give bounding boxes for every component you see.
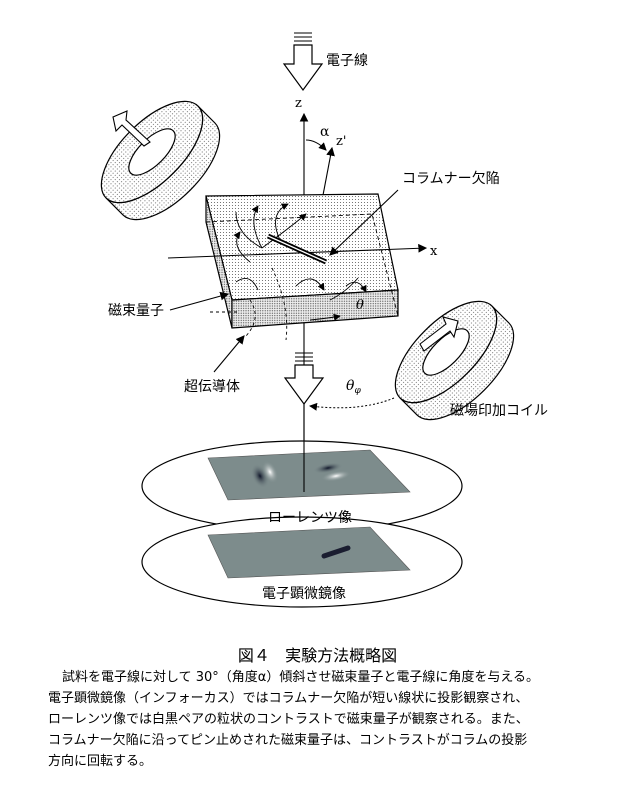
figure-caption: 試料を電子線に対して 30°（角度α）傾斜させ磁束量子と電子線に角度を与える。 … — [48, 667, 633, 772]
zprime-label: z' — [336, 134, 347, 149]
theta-phi-arc — [309, 397, 395, 411]
z-label: z — [295, 96, 302, 111]
theta-phi-subscript: φ — [354, 386, 361, 396]
figure-number: 図４ — [237, 646, 270, 665]
coil-label: 磁場印加コイル — [450, 403, 548, 419]
columnar-defect — [266, 233, 328, 265]
superconductor-slab — [205, 193, 399, 329]
beam-label: 電子線 — [326, 53, 368, 69]
caption-line: ローレンツ像では白黒ペアの粒状のコントラストで磁束量子が観察される。また、 — [48, 712, 529, 727]
superconductor-label: 超伝導体 — [184, 379, 240, 395]
figure-title-text: 実験方法概略図 — [285, 646, 398, 665]
lorentz-image-label: ローレンツ像 — [268, 510, 352, 526]
caption-line: 試料を電子線に対して 30°（角度α）傾斜させ磁束量子と電子線に角度を与える。 — [62, 670, 539, 685]
em-image-label: 電子顕微鏡像 — [262, 586, 346, 602]
theta-label: θ — [356, 298, 364, 313]
caption-line: コラムナー欠陥に沿ってピン止めされた磁束量子は、コントラストがコラムの投影 — [48, 733, 528, 748]
flux-quantum-leader — [169, 291, 230, 311]
columnar-defect-label: コラムナー欠陥 — [402, 171, 500, 187]
figure-title: 図４ 実験方法概略図 — [0, 642, 635, 666]
experiment-diagram: 電子線 z α z' コラムナー欠陥 x 磁束量子 θ 超伝導体 θφ 磁場印加… — [100, 32, 548, 608]
diagram-svg — [100, 32, 530, 608]
alpha-arc — [305, 139, 327, 151]
x-label: x — [430, 244, 438, 259]
theta-arc — [329, 277, 359, 301]
defect-leader — [329, 189, 399, 256]
beam-arrow-middle — [283, 352, 325, 406]
coil-upper-left — [100, 100, 221, 221]
caption-line: 方向に回転する。 — [48, 754, 153, 769]
em-image-plane — [141, 516, 463, 608]
alpha-label: α — [320, 124, 330, 140]
beam-arrow-top — [282, 32, 324, 92]
theta-phi-label: θφ — [346, 378, 361, 396]
coil-lower-right[interactable] — [379, 285, 530, 436]
x-axis — [167, 243, 428, 259]
flux-quantum-label: 磁束量子 — [108, 303, 164, 319]
superconductor-leader — [213, 335, 245, 373]
lorentz-image-plane — [141, 440, 463, 532]
flux-lines — [233, 203, 367, 341]
caption-line: 電子顕微鏡像（インフォーカス）ではコラムナー欠陥が短い線状に投影観察され、 — [48, 691, 529, 706]
theta-phi-symbol: θ — [346, 378, 355, 394]
